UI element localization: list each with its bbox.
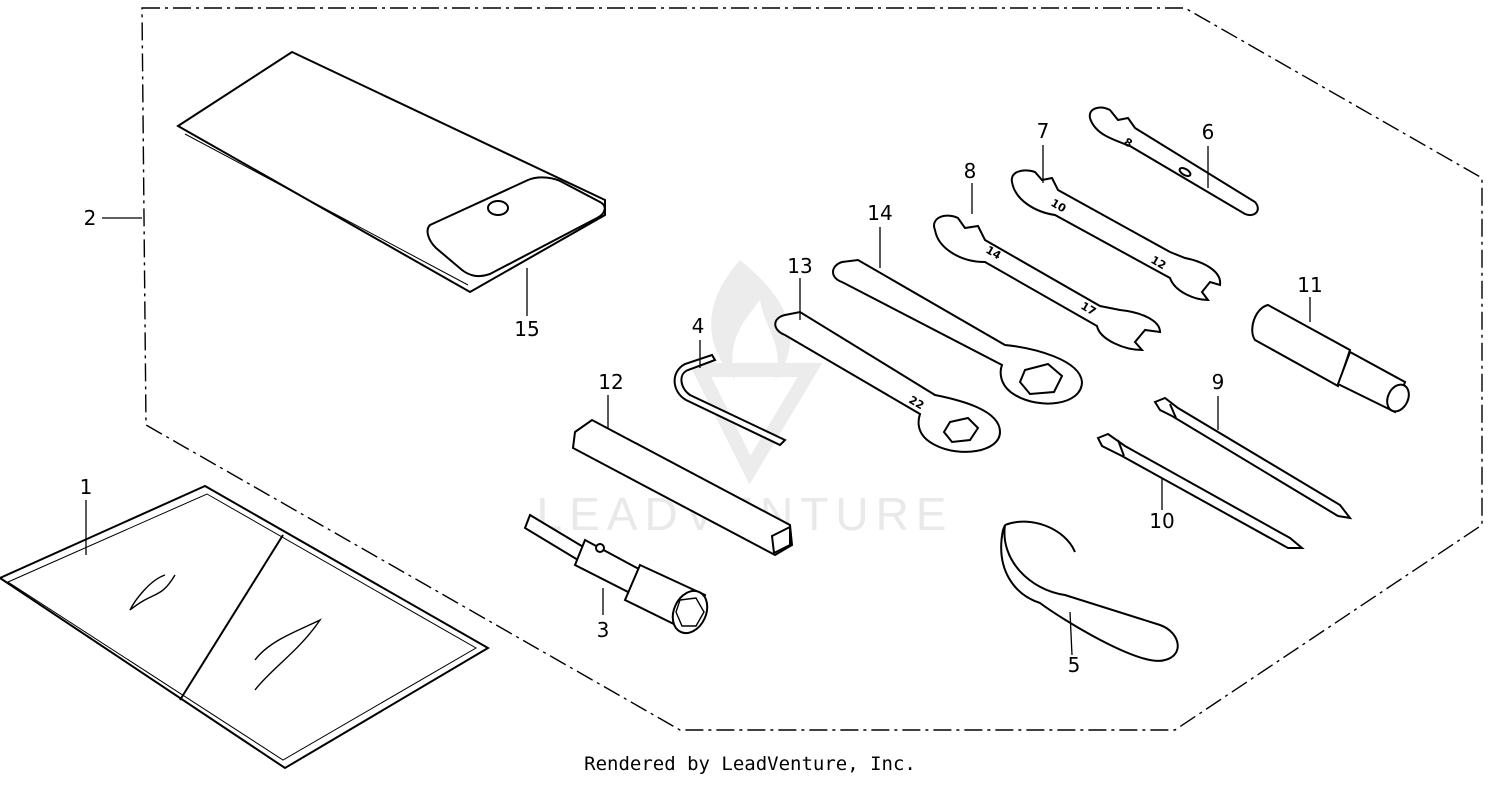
render-credit: Rendered by LeadVenture, Inc.: [584, 753, 916, 775]
callout-4: 4: [692, 314, 705, 338]
callout-5: 5: [1068, 653, 1081, 677]
callout-7: 7: [1037, 119, 1050, 143]
hex-key: [673, 353, 787, 447]
box-wrench: [832, 258, 1084, 405]
callout-13: 13: [787, 254, 812, 278]
callout-6: 6: [1202, 120, 1215, 144]
extension-bar: [571, 418, 794, 557]
wrench-8mm: [1088, 106, 1259, 216]
watermark-logo: [688, 260, 823, 485]
screwdriver-handle: [1251, 303, 1410, 414]
owners-manual: [0, 484, 490, 770]
callout-8: 8: [964, 159, 977, 183]
callout-12: 12: [598, 370, 623, 394]
assembly-boundary: [141, 7, 1483, 731]
spark-plug-wrench: [523, 513, 709, 635]
callout-1: 1: [80, 475, 93, 499]
callout-10: 10: [1149, 509, 1174, 533]
tool-bag: [176, 50, 606, 294]
callout-2: 2: [84, 206, 97, 230]
callout-9: 9: [1212, 370, 1225, 394]
box-wrench-22mm: [774, 310, 1002, 453]
callout-14: 14: [867, 201, 892, 225]
pin-spanner: [1000, 520, 1179, 662]
phillips-screwdriver: [1153, 396, 1353, 520]
callout-11: 11: [1297, 273, 1322, 297]
leader-lines: [85, 145, 1311, 656]
wrench-10x12: [1010, 169, 1222, 302]
flat-screwdriver: [1096, 432, 1305, 549]
callout-3: 3: [597, 618, 610, 642]
callout-15: 15: [514, 317, 539, 341]
wrench-14x17: [933, 214, 1162, 352]
